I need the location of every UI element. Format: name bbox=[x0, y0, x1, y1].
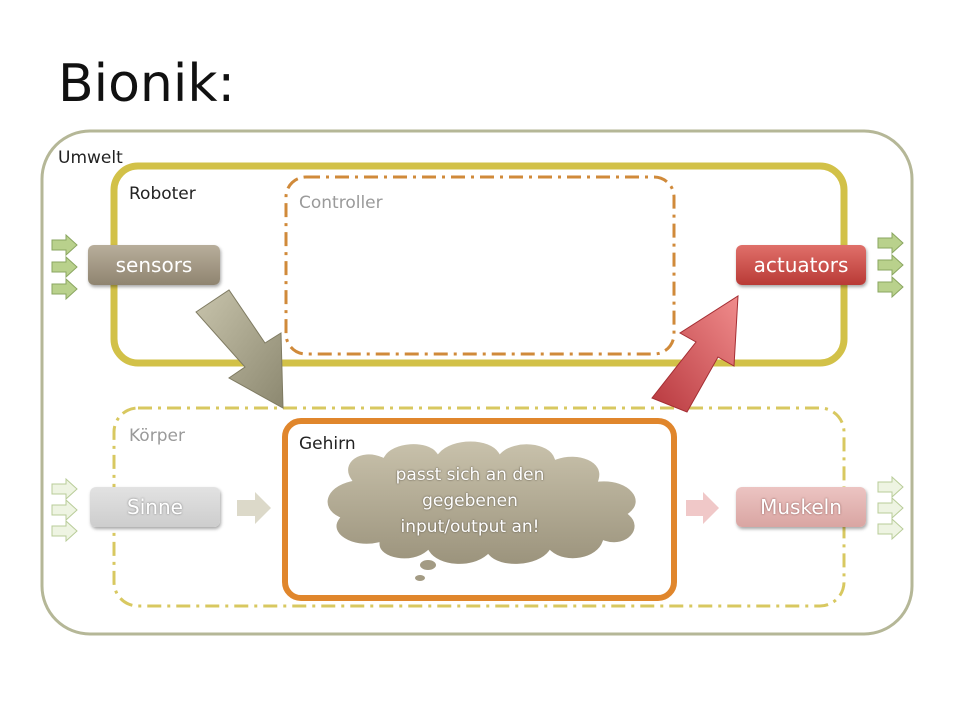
output-arrow-icon bbox=[877, 475, 904, 499]
sensors-box: sensors bbox=[88, 245, 220, 285]
cloud-text-line: input/output an! bbox=[400, 517, 540, 537]
roboter-label: Roboter bbox=[129, 184, 196, 204]
input-arrow-icon bbox=[51, 233, 78, 257]
gehirn-container bbox=[282, 418, 677, 601]
sinne-box: Sinne bbox=[90, 487, 220, 527]
output-arrow-icon bbox=[877, 253, 904, 277]
cloud-text-line: gegebenen bbox=[422, 491, 518, 511]
output-arrow-icon bbox=[877, 275, 904, 299]
gehirn-to-muskeln-arrow-icon bbox=[686, 492, 719, 524]
output-arrows-bottom bbox=[877, 475, 904, 541]
output-arrow-icon bbox=[877, 231, 904, 255]
output-arrows-top bbox=[877, 231, 904, 299]
umwelt-label: Umwelt bbox=[58, 148, 123, 168]
thought-cloud bbox=[324, 438, 639, 583]
sensors-to-gehirn-arrow-icon bbox=[195, 289, 284, 409]
input-arrow-icon bbox=[51, 477, 78, 501]
output-arrow-icon bbox=[877, 496, 904, 520]
controller-label: Controller bbox=[299, 193, 383, 213]
actuators-box: actuators bbox=[736, 245, 866, 285]
output-arrow-icon bbox=[877, 517, 904, 541]
cloud-text: passt sich an den gegebenen input/output… bbox=[355, 462, 585, 540]
input-arrow-icon bbox=[51, 498, 78, 522]
muskeln-box: Muskeln bbox=[736, 487, 866, 527]
page-title: Bionik: bbox=[58, 54, 235, 114]
input-arrow-icon bbox=[51, 277, 78, 301]
gehirn-to-actuators-arrow-icon bbox=[651, 295, 739, 413]
input-arrow-icon bbox=[51, 255, 78, 279]
controller-container bbox=[284, 175, 676, 356]
gehirn-label: Gehirn bbox=[299, 434, 356, 454]
sinne-to-gehirn-arrow-icon bbox=[237, 492, 271, 524]
koerper-label: Körper bbox=[129, 426, 185, 446]
input-arrow-icon bbox=[51, 519, 78, 543]
input-arrows-top bbox=[51, 233, 78, 301]
umwelt-container bbox=[40, 129, 914, 636]
input-arrows-bottom bbox=[51, 477, 78, 543]
cloud-text-line: passt sich an den bbox=[395, 465, 545, 485]
